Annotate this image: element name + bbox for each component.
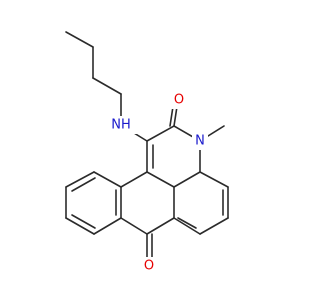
bond [93, 171, 122, 188]
bond [146, 171, 175, 188]
bond [65, 217, 95, 235]
atom-n-ring: N [192, 132, 208, 150]
bond [92, 77, 122, 95]
label-nh: NH [111, 118, 131, 133]
bond [71, 177, 96, 192]
label-o-top: O [174, 93, 184, 108]
bond [93, 217, 122, 235]
label-backdrop [104, 116, 138, 134]
bond [199, 217, 229, 235]
bond [177, 217, 197, 229]
bond [120, 171, 148, 188]
label-o-bottom: O [144, 259, 154, 274]
bond [199, 171, 229, 188]
bond [146, 125, 175, 142]
bond [173, 171, 201, 188]
bond [71, 214, 96, 229]
atom-nh: NH [104, 116, 138, 134]
bond [65, 171, 95, 188]
bond [173, 217, 201, 235]
molecule-structure: NH N O O [65, 31, 229, 275]
bond [146, 217, 175, 235]
atom-labels: NH N O O [104, 91, 208, 275]
label-n: N [195, 134, 205, 149]
bond [120, 217, 148, 235]
label-backdrop [192, 132, 208, 150]
label-backdrop [141, 257, 157, 275]
bond-lines [65, 31, 229, 259]
atom-o-top: O [171, 91, 187, 109]
bond [65, 31, 94, 48]
label-backdrop [171, 91, 187, 109]
atom-o-bottom: O [141, 257, 157, 275]
